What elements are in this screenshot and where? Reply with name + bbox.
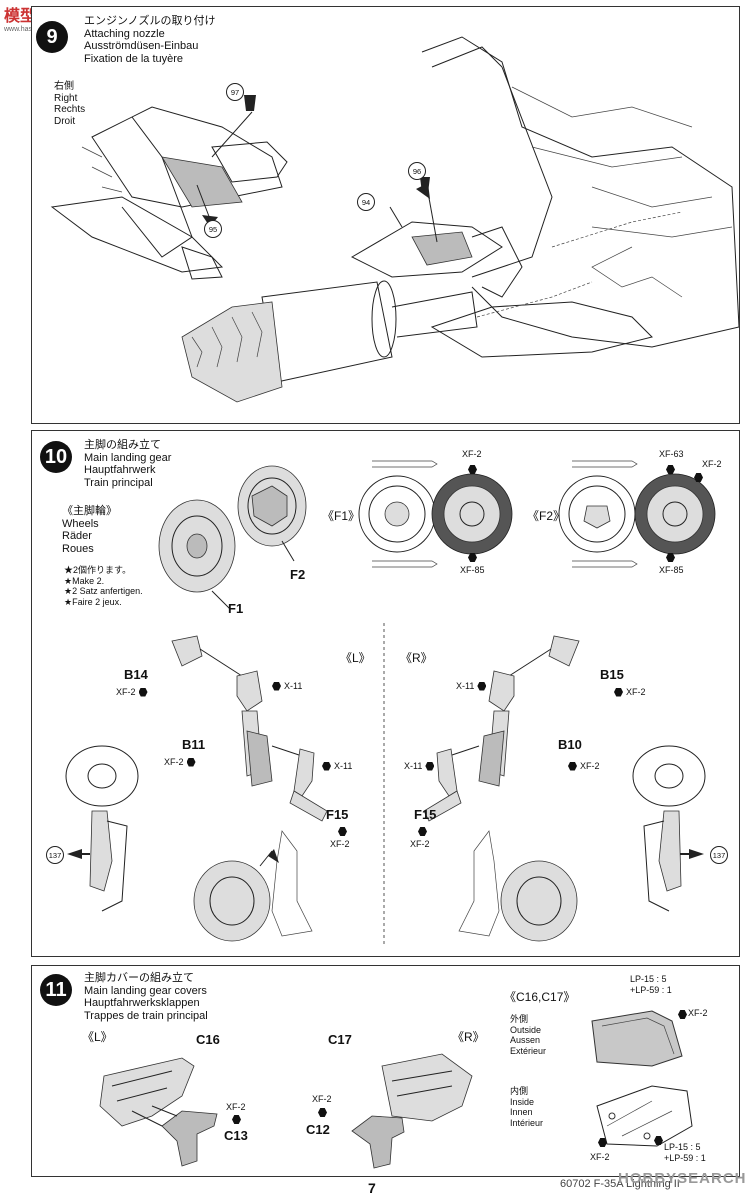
step-number-badge: 10 bbox=[40, 441, 72, 473]
paint-hex-icon bbox=[654, 1136, 663, 1145]
paint-hex-icon bbox=[678, 1010, 687, 1019]
paint-hex-icon bbox=[694, 473, 703, 482]
part-ref-97: 97 bbox=[226, 83, 244, 101]
part-label-b15: B15 bbox=[600, 667, 624, 682]
paint-hex-icon bbox=[186, 757, 196, 767]
part-ref-94: 94 bbox=[357, 193, 375, 211]
outside-label: 外側 Outside Aussen Extérieur bbox=[510, 1014, 547, 1056]
paint-hex-icon bbox=[598, 1138, 607, 1147]
paint-callout: X-11 bbox=[456, 681, 487, 691]
paint-hex-icon bbox=[232, 1115, 241, 1124]
paint-callout: X-11 bbox=[404, 761, 435, 771]
part-label-b11: B11 bbox=[182, 737, 206, 752]
detail-label-c16-c17: 《C16,C17》 bbox=[504, 990, 576, 1004]
paint-hex-icon bbox=[568, 761, 577, 771]
step-11-panel: 11 主脚カバーの組み立て Main landing gear covers H… bbox=[31, 965, 740, 1177]
part-label-b10: B10 bbox=[558, 737, 582, 752]
side-label-right: 右側 Right Rechts Droit bbox=[54, 81, 86, 127]
step-title: 主脚カバーの組み立て Main landing gear covers Haup… bbox=[84, 972, 208, 1022]
paint-hex-icon bbox=[138, 687, 148, 697]
page-number: 7 bbox=[368, 1180, 376, 1196]
paint-callout: XF-85 bbox=[659, 565, 684, 575]
part-ref-95: 95 bbox=[204, 220, 222, 238]
part-label-f1: F1 bbox=[228, 601, 244, 616]
paint-callout: XF-2 bbox=[462, 449, 482, 459]
step-title: 主脚の組み立て Main landing gear Hauptfahrwerk … bbox=[84, 439, 172, 489]
step-10-panel: 10 主脚の組み立て Main landing gear Hauptfahrwe… bbox=[31, 430, 740, 957]
make-two-note: ★2個作ります。 ★Make 2. ★2 Satz anfertigen. ★F… bbox=[64, 565, 143, 607]
step-9-illustration bbox=[50, 36, 739, 403]
wheels-label: 《主脚輪》 Wheels Räder Roues bbox=[62, 505, 117, 555]
view-label-f1: 《F1》 bbox=[322, 509, 361, 523]
part-label-c16: C16 bbox=[196, 1032, 220, 1047]
left-side-label: 《L》 bbox=[82, 1030, 113, 1044]
right-side-label: 《R》 bbox=[452, 1030, 485, 1044]
paint-callout: XF-2 bbox=[330, 839, 350, 849]
part-label-b14: B14 bbox=[124, 667, 148, 682]
step-title: エンジンノズルの取り付け Attaching nozzle Ausströmdü… bbox=[84, 15, 216, 65]
part-ref-137-right: 137 bbox=[710, 846, 728, 864]
part-label-f2: F2 bbox=[290, 567, 306, 582]
part-ref-96: 96 bbox=[408, 162, 426, 180]
paint-hex-icon bbox=[468, 465, 477, 474]
left-side-label: 《L》 bbox=[340, 651, 371, 665]
paint-hex-icon bbox=[666, 553, 675, 562]
part-ref-137-left: 137 bbox=[46, 846, 64, 864]
paint-hex-icon bbox=[338, 827, 347, 836]
paint-hex-icon bbox=[425, 761, 435, 771]
paint-hex-icon bbox=[468, 553, 477, 562]
step-10-illustration bbox=[65, 460, 716, 946]
paint-callout: XF-2 bbox=[590, 1152, 610, 1162]
step-11-illustration bbox=[99, 1010, 693, 1169]
right-side-label: 《R》 bbox=[400, 651, 433, 665]
part-label-c12: C12 bbox=[306, 1122, 330, 1137]
paint-callout: XF-2 bbox=[226, 1102, 246, 1112]
hobbysearch-watermark: HOBBYSEARCH bbox=[618, 1170, 747, 1187]
paint-callout: XF-2 bbox=[614, 687, 646, 697]
part-label-f15-left: F15 bbox=[326, 807, 349, 822]
paint-hex-icon bbox=[272, 681, 281, 691]
paint-callout: XF-2 bbox=[688, 1008, 708, 1018]
paint-hex-icon bbox=[322, 761, 331, 771]
paint-hex-icon bbox=[614, 687, 623, 697]
paint-mix-callout: LP-15 : 5 +LP-59 : 1 bbox=[664, 1142, 706, 1163]
part-label-c13: C13 bbox=[224, 1128, 248, 1143]
paint-callout: XF-2 bbox=[568, 761, 600, 771]
part-label-c17: C17 bbox=[328, 1032, 352, 1047]
paint-callout: XF-2 bbox=[164, 757, 196, 767]
paint-hex-icon bbox=[477, 681, 487, 691]
paint-hex-icon bbox=[318, 1108, 327, 1117]
step-number-badge: 9 bbox=[36, 21, 68, 53]
view-label-f2: 《F2》 bbox=[527, 509, 566, 523]
paint-callout: X-11 bbox=[322, 761, 352, 771]
paint-callout: XF-2 bbox=[702, 459, 722, 469]
paint-callout: XF-63 bbox=[659, 449, 684, 459]
paint-callout: XF-2 bbox=[116, 687, 148, 697]
part-label-f15-right: F15 bbox=[414, 807, 437, 822]
kit-code-footer: 60702 F-35A Lightning II bbox=[560, 1178, 680, 1190]
step-number-badge: 11 bbox=[40, 974, 72, 1006]
paint-callout: XF-2 bbox=[312, 1094, 332, 1104]
inside-label: 内側 Inside Innen Intérieur bbox=[510, 1086, 544, 1128]
step-9-panel: 9 エンジンノズルの取り付け Attaching nozzle Ausström… bbox=[31, 6, 740, 424]
paint-callout: X-11 bbox=[272, 681, 302, 691]
paint-callout: XF-2 bbox=[410, 839, 430, 849]
paint-callout: XF-85 bbox=[460, 565, 485, 575]
paint-mix-callout: LP-15 : 5 +LP-59 : 1 bbox=[630, 974, 672, 995]
paint-hex-icon bbox=[418, 827, 427, 836]
paint-hex-icon bbox=[666, 465, 675, 474]
